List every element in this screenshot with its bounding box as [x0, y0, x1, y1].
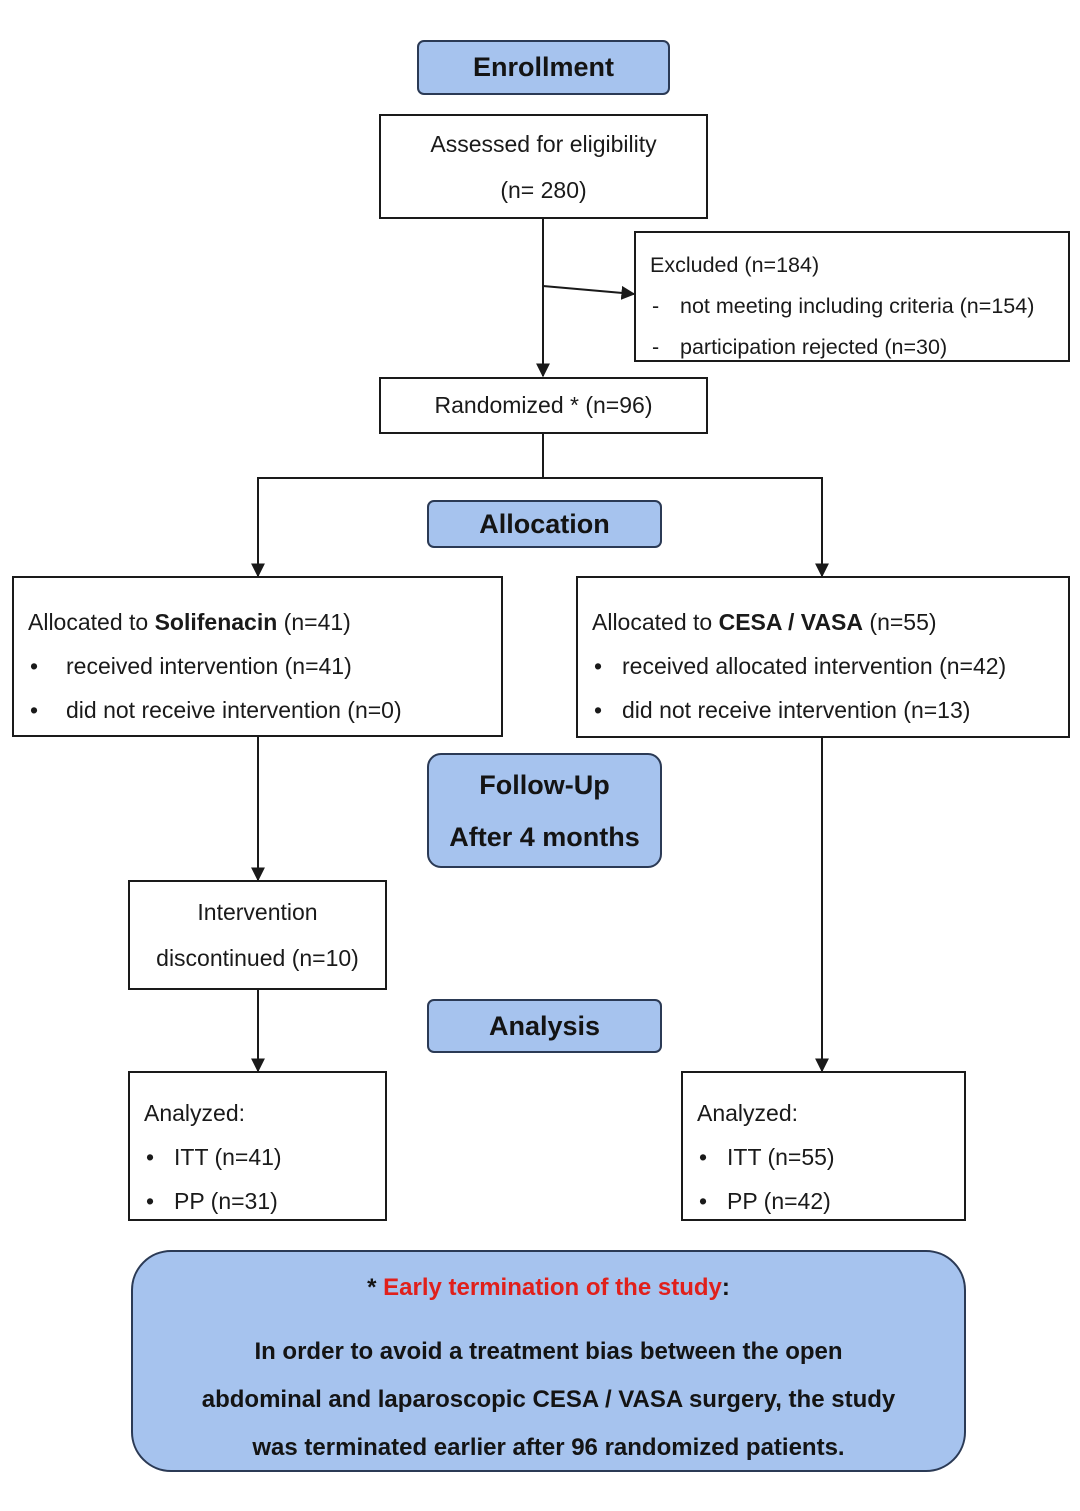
assessed-line2: (n= 280) [500, 176, 587, 203]
cesa-prefix: Allocated to [592, 609, 719, 635]
split-connector-right [543, 477, 829, 578]
bullet-icon: • [146, 1144, 155, 1170]
phase-enrollment: Enrollment [417, 40, 670, 95]
list-item-text: received allocated intervention (n=42) [622, 653, 1007, 679]
bullet-icon: • [699, 1188, 708, 1214]
cesa-name: CESA / VASA [718, 609, 864, 635]
phase-allocation: Allocation [427, 500, 662, 548]
list-item: - participation rejected (n=30) [650, 327, 1068, 368]
bullet-icon: • [30, 653, 39, 679]
note-title-text: Early termination of the study [383, 1274, 722, 1301]
early-termination-note: * Early termination of the study: In ord… [131, 1250, 966, 1472]
list-item: • PP (n=31) [144, 1179, 385, 1223]
assessed-box: Assessed for eligibility (n= 280) [379, 114, 708, 219]
cesa-count: (n=55) [863, 609, 937, 635]
assessed-line1: Assessed for eligibility [430, 130, 657, 157]
discontinued-line2: discontinued (n=10) [156, 945, 359, 971]
bullet-icon: • [594, 653, 603, 679]
note-line-1: In order to avoid a treatment bias betwe… [254, 1338, 843, 1365]
list-item: • ITT (n=55) [697, 1135, 964, 1179]
excluded-box: Excluded (n=184) - not meeting including… [634, 231, 1070, 362]
excluded-title: Excluded (n=184) [650, 253, 820, 277]
list-marker: - [652, 294, 660, 318]
solifenacin-name: Solifenacin [154, 609, 278, 635]
list-item: - not meeting including criteria (n=154) [650, 286, 1068, 327]
list-item: • received allocated intervention (n=42) [592, 644, 1068, 688]
phase-enrollment-label: Enrollment [472, 52, 614, 82]
discontinued-line1: Intervention [197, 899, 318, 925]
analyzed-left-box: Analyzed: • ITT (n=41) • PP (n=31) [128, 1071, 387, 1221]
arrow-to-excluded [542, 285, 636, 300]
list-item-text: PP (n=31) [174, 1188, 278, 1214]
list-item-text: participation rejected (n=30) [680, 335, 948, 359]
list-item: • did not receive intervention (n=0) [28, 688, 501, 732]
list-item: • did not receive intervention (n=13) [592, 688, 1068, 732]
discontinued-box: Intervention discontinued (n=10) [128, 880, 387, 990]
list-item: • ITT (n=41) [144, 1135, 385, 1179]
phase-analysis: Analysis [427, 999, 662, 1053]
list-item-text: ITT (n=55) [727, 1144, 835, 1170]
note-body: In order to avoid a treatment bias betwe… [133, 1328, 964, 1472]
bullet-icon: • [30, 697, 39, 723]
list-item: • received intervention (n=41) [28, 644, 501, 688]
solifenacin-title: Allocated to Solifenacin (n=41) [28, 600, 501, 644]
solifenacin-prefix: Allocated to [28, 609, 155, 635]
list-marker: - [652, 335, 660, 359]
randomized-label: Randomized * (n=96) [434, 391, 653, 418]
solifenacin-count: (n=41) [277, 609, 351, 635]
list-item-text: ITT (n=41) [174, 1144, 282, 1170]
list-item-text: received intervention (n=41) [66, 653, 352, 679]
cesa-box: Allocated to CESA / VASA (n=55) • receiv… [576, 576, 1070, 738]
phase-analysis-label: Analysis [488, 1010, 601, 1041]
phase-followup: Follow-Up After 4 months [427, 753, 662, 868]
note-star: * [367, 1274, 384, 1301]
analyzed-left-title: Analyzed: [144, 1100, 246, 1126]
bullet-icon: • [594, 697, 603, 723]
note-title: * Early termination of the study: [133, 1274, 964, 1302]
analyzed-right-box: Analyzed: • ITT (n=55) • PP (n=42) [681, 1071, 966, 1221]
note-colon: : [721, 1274, 730, 1301]
list-item-text: not meeting including criteria (n=154) [680, 294, 1035, 318]
note-line-3: was terminated earlier after 96 randomiz… [252, 1434, 845, 1461]
list-item: • PP (n=42) [697, 1179, 964, 1223]
list-item-text: did not receive intervention (n=13) [622, 697, 971, 723]
bullet-icon: • [699, 1144, 708, 1170]
phase-followup-line1: Follow-Up [479, 769, 610, 800]
randomized-box: Randomized * (n=96) [379, 377, 708, 434]
phase-followup-line2: After 4 months [449, 821, 640, 852]
cesa-title: Allocated to CESA / VASA (n=55) [592, 600, 1068, 644]
note-line-2: abdominal and laparoscopic CESA / VASA s… [201, 1386, 896, 1413]
phase-allocation-label: Allocation [479, 508, 610, 539]
split-connector [251, 433, 544, 578]
solifenacin-box: Allocated to Solifenacin (n=41) • receiv… [12, 576, 503, 737]
list-item-text: PP (n=42) [727, 1188, 831, 1214]
list-item-text: did not receive intervention (n=0) [66, 697, 402, 723]
analyzed-right-title: Analyzed: [697, 1100, 799, 1126]
bullet-icon: • [146, 1188, 155, 1214]
